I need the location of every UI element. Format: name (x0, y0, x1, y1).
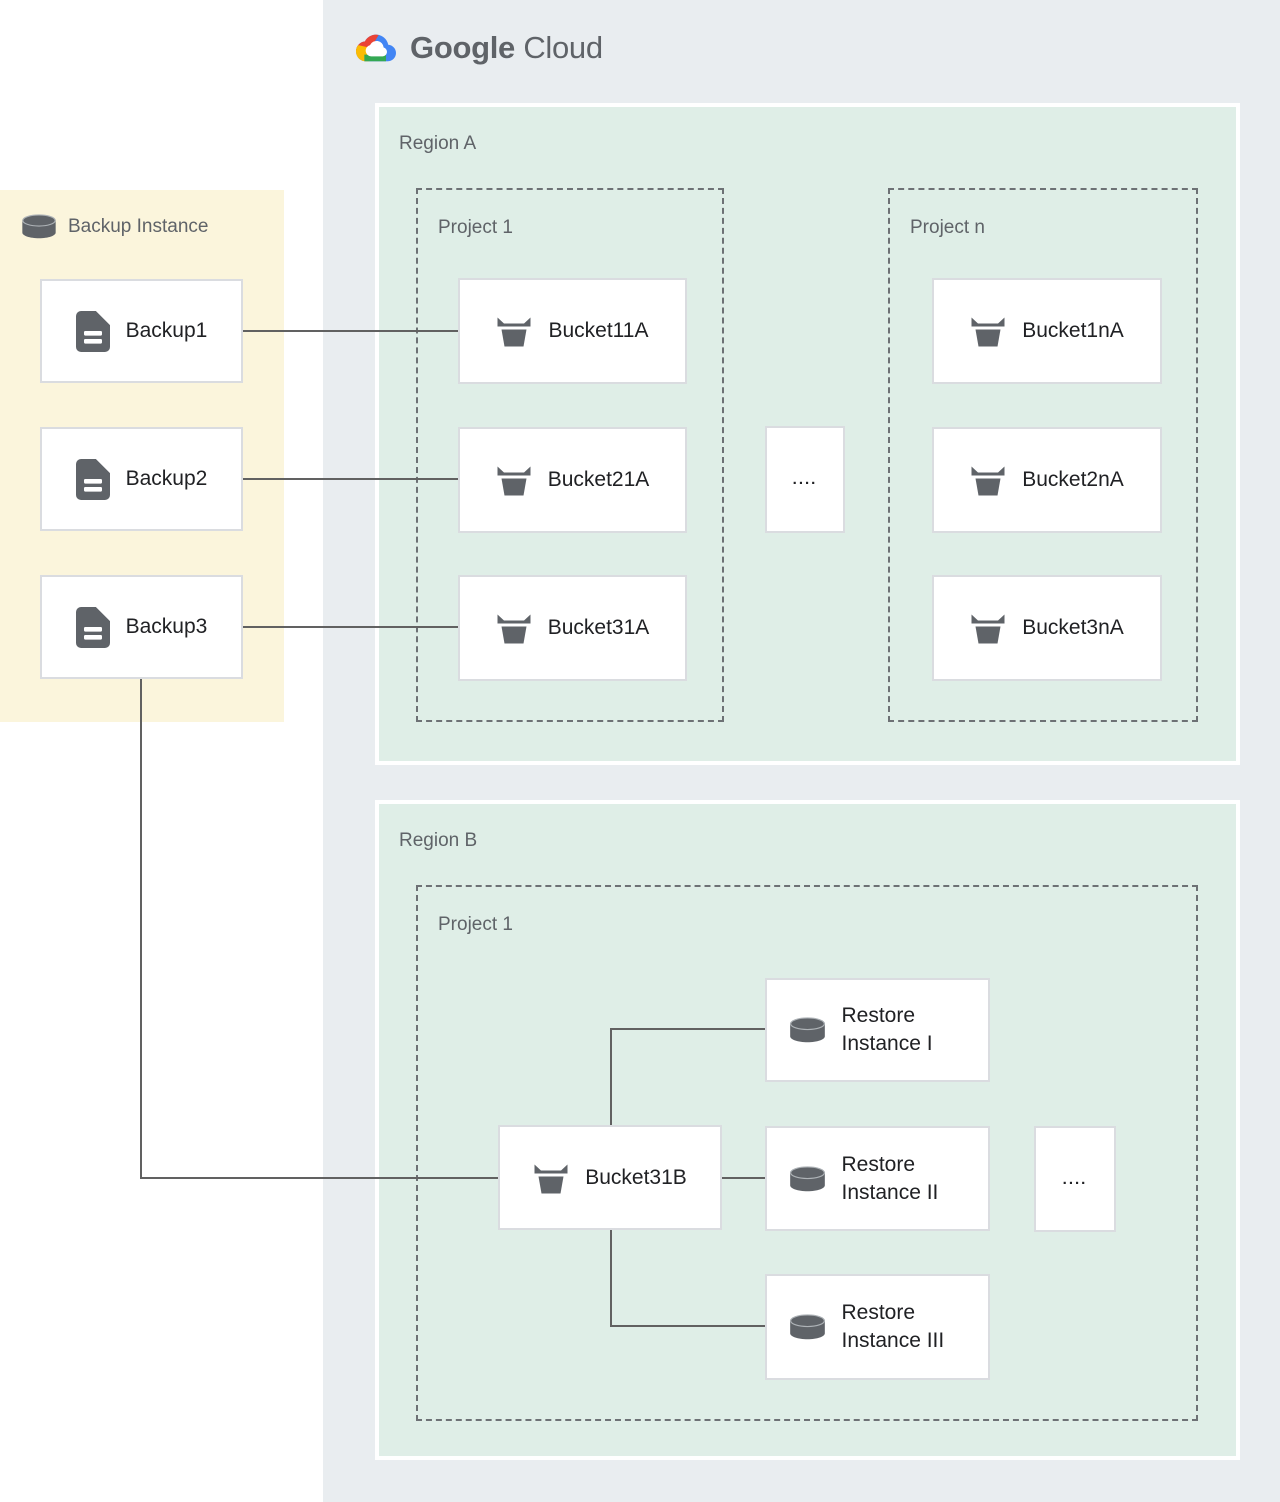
google-cloud-logo: Google Cloud (353, 28, 603, 68)
ellipsis-label: .... (1062, 1170, 1088, 1188)
region-a-project-n: Project n Bucket1nA Bucket2nA Bucket3nA (888, 188, 1198, 722)
bucket-label: Bucket2nA (1022, 468, 1124, 491)
backup-instance-title: Backup Instance (68, 215, 209, 237)
bucket-label: Bucket21A (547, 468, 650, 491)
bucket3na-node: Bucket3nA (932, 575, 1162, 681)
bucket21a-node: Bucket21A (458, 427, 687, 533)
document-icon (75, 606, 110, 648)
bucket-icon (970, 315, 1006, 347)
region-a-project-1: Project 1 Bucket11A Bucket21A Bucket31A (416, 188, 724, 722)
logo-brand: Google (410, 30, 515, 65)
database-icon (789, 1314, 826, 1340)
restore-instance-3-node: Restore Instance III (765, 1274, 990, 1380)
connector-bucket31b-up (610, 1028, 612, 1125)
bucket31b-node: Bucket31B (498, 1125, 722, 1230)
region-a: Region A Project 1 Bucket11A Bucket21A (375, 103, 1240, 765)
connector-backup3-bucket31a (243, 626, 458, 628)
backup-label: Backup3 (125, 615, 208, 638)
backup3-node: Backup3 (40, 575, 243, 679)
database-icon (789, 1165, 826, 1192)
bucket2na-node: Bucket2nA (932, 427, 1162, 533)
region-a-project-n-label: Project n (910, 217, 985, 238)
bucket-label: Bucket31A (547, 616, 650, 639)
google-cloud-logo-text: Google Cloud (410, 30, 603, 66)
bucket-label: Bucket3nA (1022, 616, 1124, 639)
region-b-ellipsis-node: .... (1034, 1126, 1116, 1232)
bucket-icon (533, 1162, 569, 1194)
region-b: Region B Project 1 Bucket31B Restore Ins… (375, 800, 1240, 1460)
bucket-icon (970, 612, 1006, 644)
document-icon (75, 310, 110, 352)
region-b-project-1-label: Project 1 (438, 914, 513, 935)
connector-backup2-bucket21a (243, 478, 458, 480)
bucket31a-node: Bucket31A (458, 575, 687, 681)
connector-backup3-down (140, 679, 142, 1179)
region-a-project-1-label: Project 1 (438, 217, 513, 238)
bucket-label: Bucket1nA (1022, 319, 1124, 342)
bucket-icon (496, 612, 532, 644)
connector-bucket31b-restore1 (610, 1028, 765, 1030)
google-cloud-logo-icon (353, 28, 399, 68)
bucket1na-node: Bucket1nA (932, 278, 1162, 384)
ellipsis-label: .... (792, 471, 818, 488)
backup1-node: Backup1 (40, 279, 243, 383)
connector-backup1-bucket11a (243, 330, 458, 332)
bucket-label: Bucket31B (585, 1165, 687, 1189)
region-b-project-1: Project 1 Bucket31B Restore Instance I R… (416, 885, 1198, 1421)
region-b-label: Region B (399, 830, 478, 851)
backup2-node: Backup2 (40, 427, 243, 531)
document-icon (75, 458, 110, 500)
restore-instance-label: Restore Instance II (841, 1152, 939, 1204)
bucket11a-node: Bucket11A (458, 278, 687, 384)
region-a-ellipsis-node: .... (765, 426, 845, 533)
backup-instance-panel: Backup Instance Backup1 Backup2 Backup3 (0, 190, 284, 722)
logo-product: Cloud (523, 30, 603, 65)
backup-instance-header: Backup Instance (20, 214, 208, 239)
connector-bucket31b-down (610, 1230, 612, 1327)
database-icon (789, 1017, 826, 1043)
restore-instance-label: Restore Instance III (841, 1301, 945, 1352)
bucket-icon (496, 315, 532, 347)
connector-bucket31b-restore3 (610, 1325, 765, 1327)
bucket-label: Bucket11A (548, 319, 649, 342)
region-a-label: Region A (399, 133, 477, 154)
bucket-icon (970, 464, 1006, 496)
database-icon (20, 214, 58, 239)
restore-instance-label: Restore Instance I (841, 1004, 933, 1055)
restore-instance-1-node: Restore Instance I (765, 978, 990, 1082)
bucket-icon (496, 464, 532, 496)
backup-label: Backup1 (125, 319, 208, 342)
connector-bucket31b-restore2 (722, 1177, 765, 1179)
backup-label: Backup2 (125, 467, 208, 490)
connector-backup3-bucket31b (140, 1177, 498, 1179)
restore-instance-2-node: Restore Instance II (765, 1126, 990, 1231)
